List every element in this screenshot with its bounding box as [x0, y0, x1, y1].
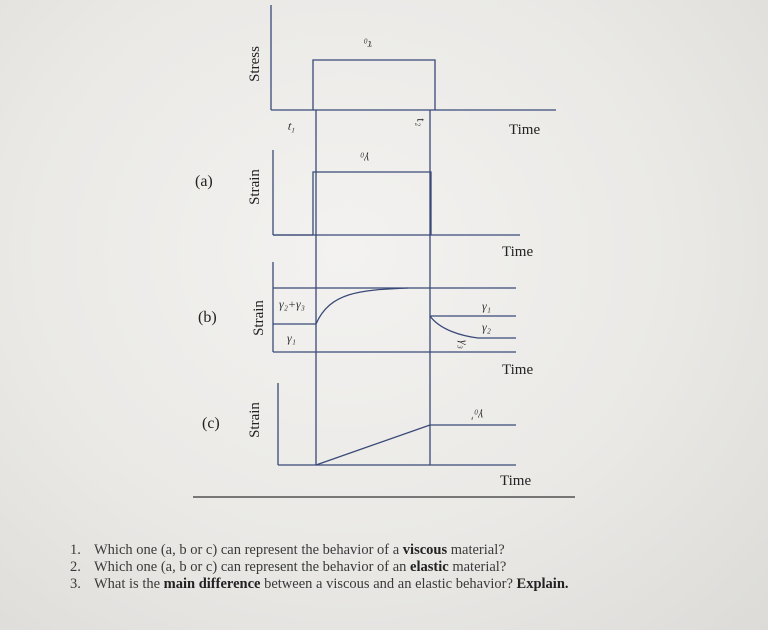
strain-b-creep-curve	[315, 287, 409, 325]
question-3: 3. What is the main difference between a …	[70, 576, 730, 593]
question-text: Which one (a, b or c) can represent the …	[94, 559, 411, 575]
time-label-a: Time	[502, 244, 533, 260]
gamma2-right-symbol: γ₂	[482, 320, 491, 334]
gamma0-a-symbol: γ₀	[360, 152, 369, 166]
strain-c-viscous-ramp	[315, 424, 431, 466]
gamma3-symbol: γ₃	[457, 340, 471, 349]
strain-c-axis-label: Strain	[247, 402, 263, 438]
gamma0-c-symbol: γ₀'	[471, 409, 483, 423]
part-label-c: (c)	[202, 415, 220, 432]
part-label-b: (b)	[198, 309, 217, 326]
gamma2-plus-gamma3-symbol: γ₂+γ₃	[279, 297, 305, 311]
question-number: 3.	[70, 576, 81, 592]
question-1: 1. Which one (a, b or c) can represent th…	[70, 542, 730, 559]
strain-a-axis-label: Strain	[247, 169, 263, 205]
question-text: Which one (a, b or c) can represent the …	[94, 542, 403, 558]
question-text-end: material?	[448, 559, 507, 575]
strain-b-axis-label: Strain	[251, 300, 267, 336]
question-2: 2. Which one (a, b or c) can represent th…	[70, 559, 730, 576]
question-tail-emphasis: Explain.	[516, 576, 569, 592]
time-label-c: Time	[500, 473, 531, 489]
question-text-end: between a viscous and an elastic behavio…	[260, 576, 517, 592]
t1-marker: t₁	[287, 119, 296, 134]
part-label-a: (a)	[195, 173, 213, 190]
question-text-end: material?	[447, 542, 505, 558]
question-emphasis: main difference	[163, 576, 261, 592]
strain-b-recovery-curve	[429, 315, 479, 339]
gamma1-left-symbol: γ₁	[287, 331, 296, 345]
question-emphasis: viscous	[402, 542, 448, 558]
time-label-stress: Time	[509, 122, 540, 138]
tau0-symbol: τ₀	[364, 38, 372, 52]
question-number: 1.	[70, 542, 81, 558]
gamma1-right-symbol: γ₁	[482, 299, 491, 313]
stress-axis-label: Stress	[247, 46, 263, 82]
t2-marker: t₂	[414, 117, 429, 127]
strain-a-elastic-curve	[312, 171, 432, 235]
question-number: 2.	[70, 559, 81, 575]
stress-step-curve	[312, 59, 436, 110]
question-list: 1. Which one (a, b or c) can represent th…	[70, 542, 730, 593]
time-label-b: Time	[502, 362, 533, 378]
question-emphasis: elastic	[410, 559, 449, 575]
creep-diagram: Stress Strain Strain Strain (a) (b) (c) …	[193, 5, 575, 498]
question-text: What is the	[94, 576, 164, 592]
